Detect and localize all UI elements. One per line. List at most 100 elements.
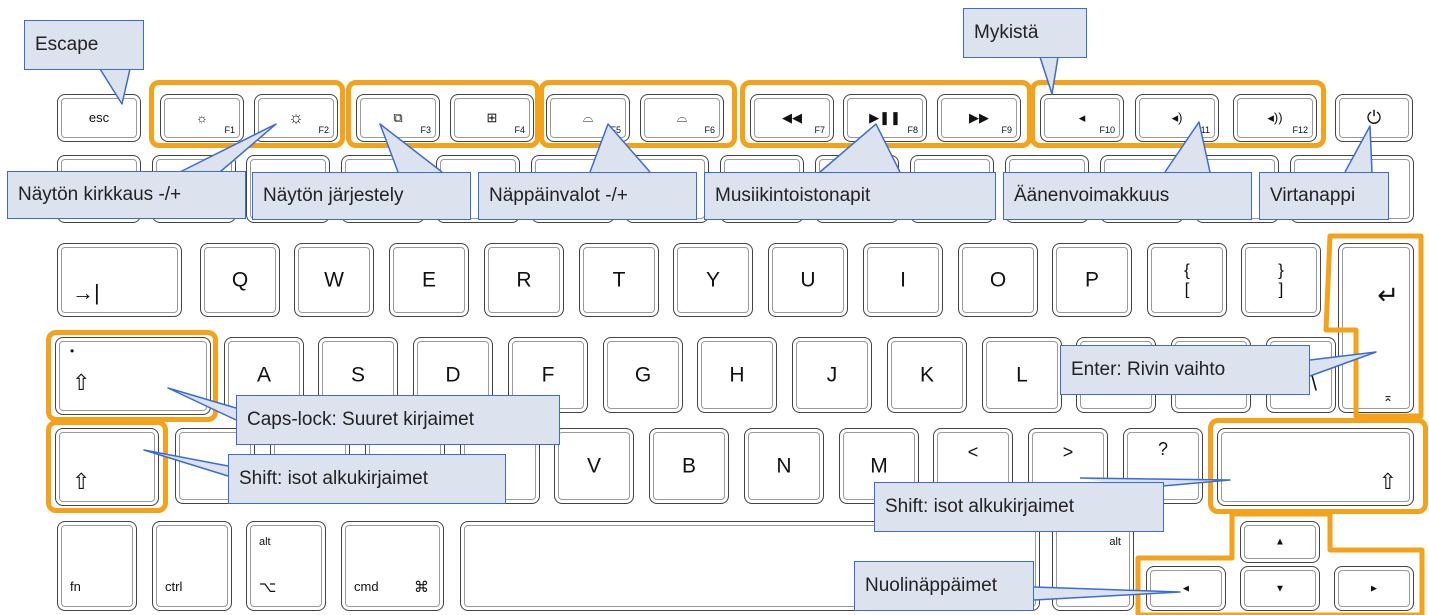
letter-key-y: Y <box>673 243 753 317</box>
power-icon: ⏻ <box>1366 107 1382 128</box>
letter-label: I <box>900 268 906 292</box>
letter-key-u: U <box>768 243 848 317</box>
tab-arrow-icon: →| <box>72 280 100 305</box>
f2-label: F2 <box>318 125 329 135</box>
letter-label: S <box>350 363 365 387</box>
letter-key-q: Q <box>200 243 280 317</box>
command-icon: ⌘ <box>414 579 429 596</box>
eject-mark-icon: ⌅ <box>1382 390 1393 404</box>
f3-label: F3 <box>420 125 431 135</box>
shift-left-callout: Shift: isot alkukirjaimet <box>228 454 506 504</box>
capslock-callout: Caps-lock: Suuret kirjaimet <box>236 395 560 445</box>
arrow-left-icon: ◄ <box>1181 583 1191 594</box>
f3-key: ⧉ F3 <box>356 94 440 142</box>
f10-key: ◂ F10 <box>1040 94 1124 142</box>
letter-label: E <box>421 268 436 292</box>
less-than-label: < <box>967 441 979 462</box>
tab-key: →| <box>57 243 182 317</box>
letter-label: G <box>634 363 652 387</box>
letter-label: J <box>826 363 838 387</box>
mute-pointer <box>1039 56 1059 95</box>
letter-label: Y <box>705 268 720 292</box>
enter-key: ↵ ⌅ <box>1338 243 1414 413</box>
letter-label: W <box>324 268 344 292</box>
ctrl-label: ctrl <box>165 579 183 594</box>
shift-left-key: ⇧ <box>55 428 159 506</box>
f4-label: F4 <box>514 125 525 135</box>
letter-key-b: B <box>649 428 729 504</box>
dashboard-icon: ⊞ <box>486 110 498 125</box>
letter-key-e: E <box>389 243 469 317</box>
brightness-up-icon: ☼ <box>288 108 304 127</box>
fn-label: fn <box>70 579 81 594</box>
escape-callout: Escape <box>24 20 144 70</box>
alt-label: alt <box>259 536 271 548</box>
letter-label: F <box>541 363 555 387</box>
f8-key: ▶❚❚ F8 <box>843 94 927 142</box>
alt-key: alt ⌥ <box>246 521 326 611</box>
alt-label: alt <box>1109 536 1121 548</box>
option-icon: ⌥ <box>259 579 277 596</box>
arrow-up-icon: ▲ <box>1275 536 1285 548</box>
f10-label: F10 <box>1099 125 1115 135</box>
f7-key: ◀◀ F7 <box>750 94 834 142</box>
letter-label: T <box>612 268 626 292</box>
letter-label: O <box>989 268 1007 292</box>
brightness-callout: Näytön kirkkaus -/+ <box>7 171 246 219</box>
letter-label: B <box>681 454 696 478</box>
arrow-down-icon: ▼ <box>1275 583 1285 594</box>
f9-label: F9 <box>1001 125 1012 135</box>
f7-label: F7 <box>814 125 825 135</box>
cmd-label: cmd <box>354 579 379 594</box>
backslash-label: \ <box>1311 372 1317 396</box>
fn-key: fn <box>57 521 137 611</box>
arrow-right-key: ► <box>1334 566 1414 611</box>
letter-key-i: I <box>863 243 943 317</box>
caps-lock-arrow-icon: ⇧ <box>72 370 91 395</box>
letter-key-n: N <box>744 428 824 504</box>
f2-key: ☼ F2 <box>254 94 338 142</box>
arrow-down-key: ▼ <box>1240 566 1320 611</box>
mute-callout: Mykistä <box>963 8 1087 58</box>
arrow-right-icon: ► <box>1369 583 1379 594</box>
display-arrangement-icon: ⧉ <box>393 110 403 125</box>
f6-key: ⌓ F6 <box>640 94 724 142</box>
arrangement-callout: Näytön järjestely <box>252 172 471 220</box>
music-callout: Musiikintoistonapit <box>704 172 996 220</box>
letter-key-o: O <box>958 243 1038 317</box>
shift-right-arrow-icon: ⇧ <box>1378 469 1397 494</box>
f11-key: ◂) F11 <box>1135 94 1219 142</box>
arrow-up-key: ▲ <box>1240 521 1320 563</box>
volume-down-icon: ◂) <box>1171 110 1183 125</box>
esc-key-label: esc <box>88 109 110 125</box>
cmd-key: cmd ⌘ <box>341 521 444 611</box>
letter-label: R <box>516 268 532 292</box>
ctrl-key: ctrl <box>152 521 232 611</box>
letter-label: K <box>919 363 934 387</box>
letter-label: P <box>1084 268 1099 292</box>
letter-key-p: P <box>1052 243 1132 317</box>
caps-lock-key: • ⇧ <box>55 337 211 415</box>
letter-key-h: H <box>697 337 777 413</box>
letter-label: N <box>776 454 792 478</box>
letter-key-w: W <box>294 243 374 317</box>
f9-key: ▶▶ F9 <box>937 94 1021 142</box>
f6-label: F6 <box>704 125 715 135</box>
letter-key-k: K <box>887 337 967 413</box>
keylights-callout: Näppäinvalot -/+ <box>478 172 697 220</box>
letter-label: U <box>800 268 816 292</box>
bracket-open-key: { [ <box>1147 243 1227 317</box>
question-label: ? <box>1157 438 1168 459</box>
letter-key-l: L <box>982 337 1062 413</box>
letter-key-t: T <box>579 243 659 317</box>
bracket-open-label: { [ <box>1184 260 1190 298</box>
letter-label: M <box>870 454 888 478</box>
shift-right-key: ⇧ <box>1217 428 1414 506</box>
shift-right-callout: Shift: isot alkukirjaimet <box>874 482 1164 532</box>
f12-key: ◂)) F12 <box>1233 94 1317 142</box>
volume-up-icon: ◂)) <box>1267 110 1283 125</box>
letter-key-g: G <box>603 337 683 413</box>
enter-callout: Enter: Rivin vaihto <box>1060 345 1310 395</box>
keyboard-light-up-icon: ⌓ <box>676 110 688 125</box>
